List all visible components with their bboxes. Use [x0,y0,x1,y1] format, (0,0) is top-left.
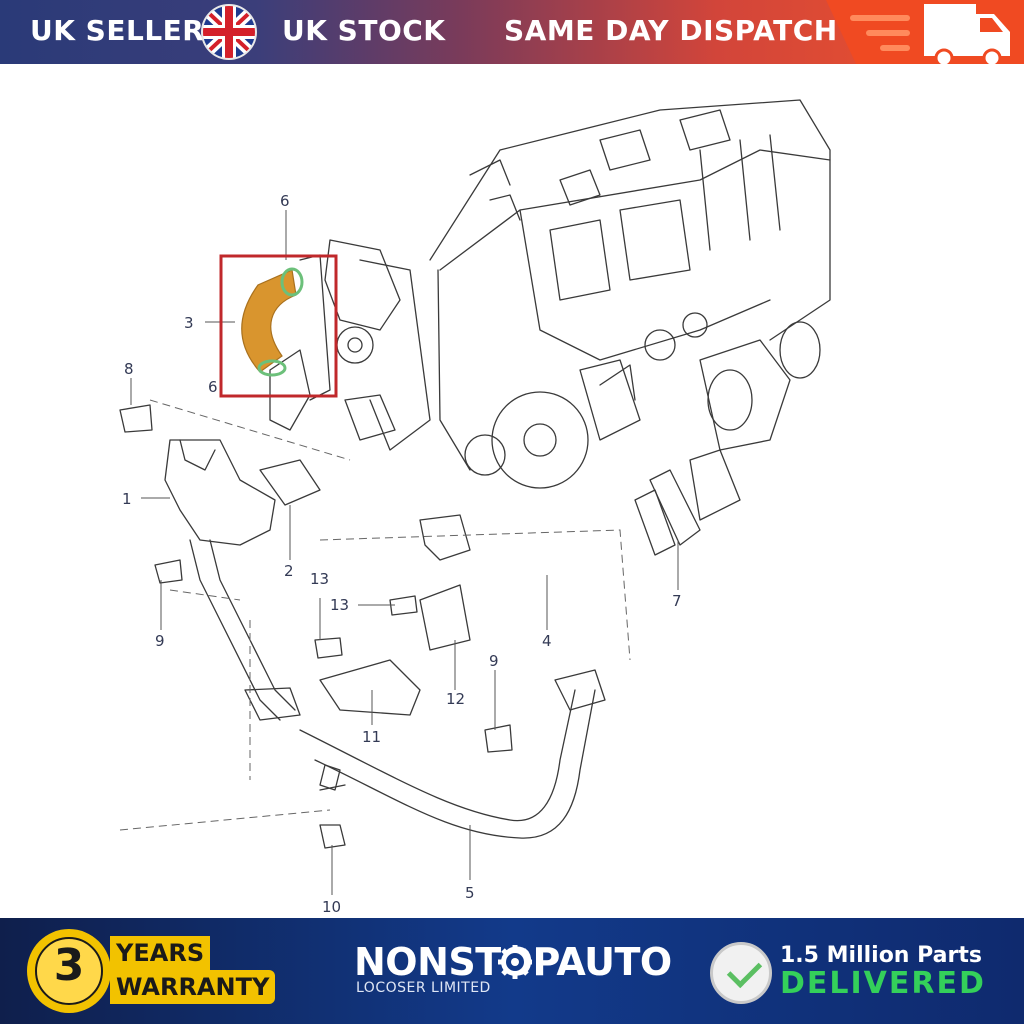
part-label-9-left: 9 [155,632,165,650]
uk-seller-label: UK SELLER [30,14,205,47]
warranty-years-label: YEARS [110,936,211,970]
hose-clamp-top [280,267,304,297]
part-label-7: 7 [672,592,682,610]
hose-clamp-bottom [257,359,287,377]
part-label-6-bottom: 6 [208,378,218,396]
gear-icon [498,945,532,979]
warranty-badge [27,929,111,1013]
engine-parts-diagram: 6 3 6 8 1 2 9 13 13 11 12 9 4 7 10 5 [119,99,831,916]
part-label-13-right: 13 [330,596,349,614]
checkmark-icon [710,942,772,1004]
part-label-5: 5 [465,884,475,902]
highlight-box [219,254,338,398]
part-label-12: 12 [446,690,465,708]
part-label-2: 2 [284,562,294,580]
part-label-4: 4 [542,632,552,650]
same-day-dispatch-label: SAME DAY DISPATCH [504,14,838,47]
part-label-1: 1 [122,490,132,508]
leader-dashed-lines [119,399,631,831]
intercooler-hose-highlight [241,269,297,373]
warranty-label: WARRANTY [110,970,276,1004]
part-label-3: 3 [184,314,194,332]
part-label-11: 11 [362,728,381,746]
part-label-13-top: 13 [310,570,329,588]
delivered-label: DELIVERED [780,966,986,1001]
union-jack-flag-icon [201,4,257,60]
delivery-truck-icon [826,0,1024,64]
part-label-8: 8 [124,360,134,378]
warranty-number: 3 [53,940,85,991]
part-number-labels: 6 3 6 8 1 2 9 13 13 11 12 9 4 7 10 5 [122,192,682,916]
engine-block-drawing [119,99,831,849]
uk-stock-label: UK STOCK [282,14,446,47]
part-leader-lines [130,210,679,895]
part-label-6-top: 6 [280,192,290,210]
parts-count-label: 1.5 Million Parts [780,943,982,968]
part-label-9-right: 9 [489,652,499,670]
top-banner: UK SELLER UK STOCK SAME DAY DISPATCH [0,0,1024,64]
brand-subtitle: LOCOSER LIMITED [356,980,491,996]
part-label-10: 10 [322,898,341,916]
